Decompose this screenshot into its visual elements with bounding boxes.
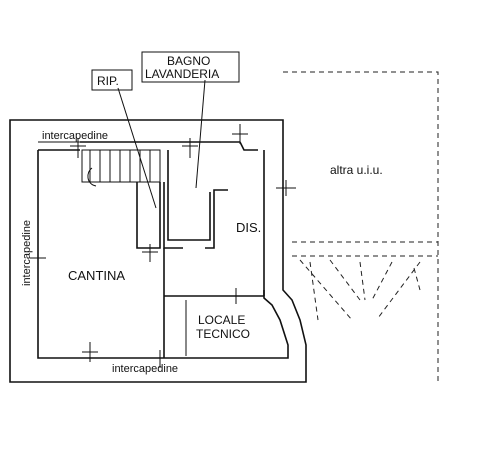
inner-wall — [37, 150, 289, 359]
room-bagno-line2: LAVANDERIA — [145, 67, 219, 81]
room-cantina-label: CANTINA — [68, 268, 125, 283]
adjacent-unit-label: altra u.i.u. — [330, 163, 383, 177]
room-bagno-line1: BAGNO — [167, 54, 210, 68]
rip-leader — [117, 87, 157, 209]
bagno-leader — [195, 79, 206, 189]
room-dis-label: DIS. — [236, 220, 261, 235]
gap-left-label: intercapedine — [21, 220, 33, 286]
room-rip-label: RIP. — [97, 74, 119, 88]
bagno-wall — [167, 150, 211, 241]
room-locale-line1: LOCALE — [198, 313, 245, 327]
rip-label-box — [91, 69, 133, 91]
adjacent-unit-outline — [283, 71, 439, 382]
adjacent-ramp-lines — [299, 259, 421, 321]
inner-top-wall — [38, 141, 258, 151]
room-locale-line2: TECNICO — [196, 327, 250, 341]
gap-top-label: intercapedine — [42, 130, 108, 142]
staircase — [81, 149, 161, 187]
bagno-label-box — [141, 51, 240, 83]
gap-bottom-label: intercapedine — [112, 363, 178, 375]
outer-wall — [9, 119, 307, 383]
wall-ticks — [30, 124, 296, 368]
